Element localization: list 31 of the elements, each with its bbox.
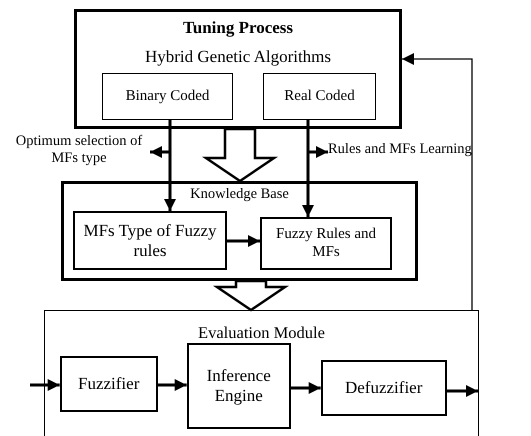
process-box	[186, 342, 291, 429]
box-label: Binary Coded	[126, 88, 210, 106]
process-box	[60, 356, 158, 412]
module-subtitle: Hybrid Genetic Algorithms	[144, 47, 332, 67]
arrow	[158, 379, 187, 391]
process-box	[73, 211, 227, 270]
arrow	[446, 385, 478, 397]
box-label: Real Coded	[284, 88, 355, 106]
block-arrow	[202, 128, 278, 182]
process-box	[320, 360, 447, 416]
process-box	[102, 73, 233, 120]
module-box	[61, 181, 418, 281]
arrow	[402, 53, 473, 310]
box-label: Fuzzifier	[78, 374, 140, 394]
module-box	[74, 9, 402, 129]
annotation-text: Optimum selection of MFs type	[16, 133, 142, 166]
arrow	[290, 382, 321, 394]
module-title: Tuning Process	[182, 18, 294, 38]
box-label: Inference Engine	[206, 366, 272, 406]
box-label: MFs Type of Fuzzy rules	[82, 220, 218, 260]
box-label: Defuzzifier	[344, 378, 422, 398]
module-title: Evaluation Module	[197, 323, 326, 343]
arrow	[227, 235, 260, 247]
annotation-text: Rules and MFs Learning	[328, 141, 472, 157]
box-label: Fuzzy Rules and MFs	[275, 226, 377, 261]
module-title: Knowledge Base	[189, 186, 290, 203]
module-box	[44, 310, 479, 436]
process-box	[263, 73, 376, 120]
arrow	[30, 379, 60, 391]
process-box	[260, 217, 392, 270]
block-arrow	[212, 280, 290, 312]
